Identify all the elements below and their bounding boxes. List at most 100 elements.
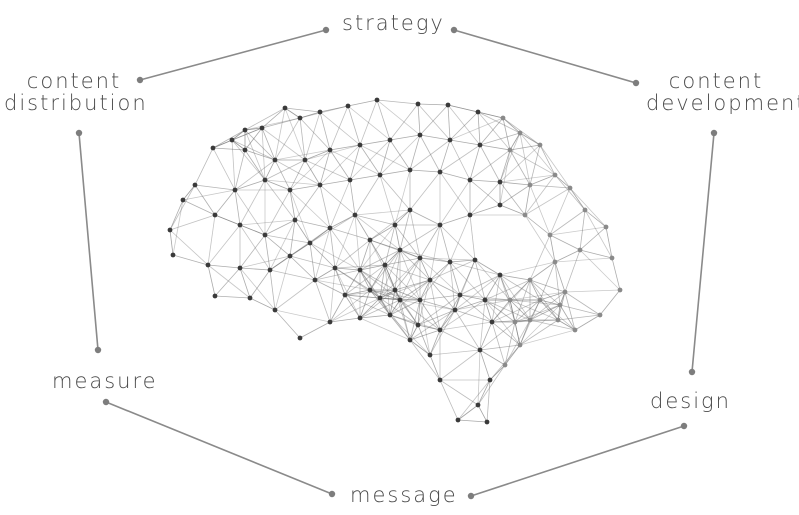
connector-dot: [136, 76, 144, 84]
brain-edge: [244, 149, 276, 161]
brain-edge: [499, 144, 541, 183]
brain-node: [332, 265, 338, 271]
brain-edge: [502, 117, 521, 134]
brain-node: [247, 295, 253, 301]
label-content-development-line2: development: [646, 91, 799, 115]
brain-edge: [264, 159, 276, 181]
brain-edge: [354, 214, 361, 271]
brain-edge: [334, 267, 361, 271]
brain-node: [517, 342, 523, 348]
brain-edge: [454, 299, 511, 311]
brain-edge: [344, 294, 381, 299]
brain-edge: [334, 239, 371, 269]
connector-dot: [467, 492, 475, 500]
brain-edge: [479, 117, 504, 146]
brain-edge: [439, 171, 471, 181]
brain-edge: [479, 344, 521, 351]
brain-node: [522, 212, 528, 218]
brain-edge: [564, 291, 601, 316]
brain-edge: [309, 242, 316, 281]
brain-edge: [234, 149, 246, 191]
brain-edge: [289, 219, 296, 257]
brain-edge: [369, 239, 401, 251]
brain-edge: [539, 299, 561, 306]
brain-edge: [459, 294, 493, 323]
brain-edge: [539, 261, 556, 301]
brain-edge: [449, 139, 471, 181]
brain-node: [437, 377, 443, 383]
brain-edge: [469, 214, 476, 261]
brain-node: [467, 177, 473, 183]
brain-edge: [264, 234, 291, 257]
brain-node: [229, 137, 235, 143]
brain-edge: [299, 111, 321, 119]
brain-edge: [384, 264, 431, 281]
brain-edge: [454, 309, 493, 323]
brain-edge: [359, 297, 381, 319]
brain-edge: [454, 274, 501, 311]
brain-edge: [359, 99, 378, 146]
brain-edge: [239, 224, 271, 271]
brain-edge: [239, 234, 266, 269]
brain-edge: [394, 209, 411, 226]
brain-edge: [319, 179, 351, 186]
brain-edge: [454, 294, 461, 311]
brain-edge: [384, 264, 396, 291]
brain-node: [297, 115, 303, 121]
brain-edge: [304, 159, 321, 186]
brain-edge: [409, 139, 451, 171]
brain-edge: [244, 127, 263, 151]
brain-edge: [509, 132, 521, 151]
brain-node: [312, 277, 318, 283]
brain-edge: [214, 267, 241, 297]
brain-edge: [231, 129, 246, 141]
brain-edge: [419, 134, 441, 173]
brain-node: [237, 222, 243, 228]
brain-edge: [261, 127, 306, 161]
brain-edge: [479, 144, 511, 151]
brain-edge: [354, 214, 396, 226]
brain-edge: [239, 224, 266, 236]
brain-edge: [554, 261, 561, 306]
brain-edge: [499, 274, 531, 281]
brain-edge: [491, 321, 506, 366]
brain-edge: [329, 317, 361, 323]
brain-edge: [369, 264, 386, 291]
connector-strategy-development: [453, 29, 637, 84]
brain-edge: [369, 249, 401, 291]
brain-edge: [194, 184, 236, 191]
brain-edge: [314, 227, 331, 281]
brain-node: [347, 177, 353, 183]
brain-edge: [399, 299, 456, 311]
brain-edge: [439, 321, 493, 331]
brain-edge: [611, 257, 621, 291]
brain-edge: [469, 179, 501, 183]
brain-node: [417, 297, 423, 303]
brain-edge: [439, 144, 481, 173]
brain-node: [489, 319, 495, 325]
brain-edge: [499, 274, 516, 323]
label-content-distribution-line1: content: [26, 69, 122, 93]
brain-edge: [169, 229, 209, 266]
brain-node: [167, 227, 173, 233]
brain-edge: [499, 149, 511, 206]
brain-edge: [384, 257, 421, 266]
brain-edge: [579, 209, 586, 251]
brain-node: [205, 262, 211, 268]
brain-edge: [289, 159, 306, 191]
brain-edge: [314, 279, 331, 323]
brain-edge: [519, 132, 556, 176]
brain-edge: [447, 104, 479, 113]
brain-node: [467, 212, 473, 218]
brain-edge: [574, 314, 601, 331]
brain-edge: [417, 294, 461, 326]
brain-edge: [519, 299, 541, 346]
brain-node: [437, 169, 443, 175]
brain-edge: [557, 304, 561, 321]
brain-node: [527, 317, 533, 323]
brain-edge: [559, 304, 601, 316]
brain-edge: [549, 234, 581, 251]
label-measure: measure: [52, 369, 158, 393]
brain-edge: [489, 344, 521, 381]
